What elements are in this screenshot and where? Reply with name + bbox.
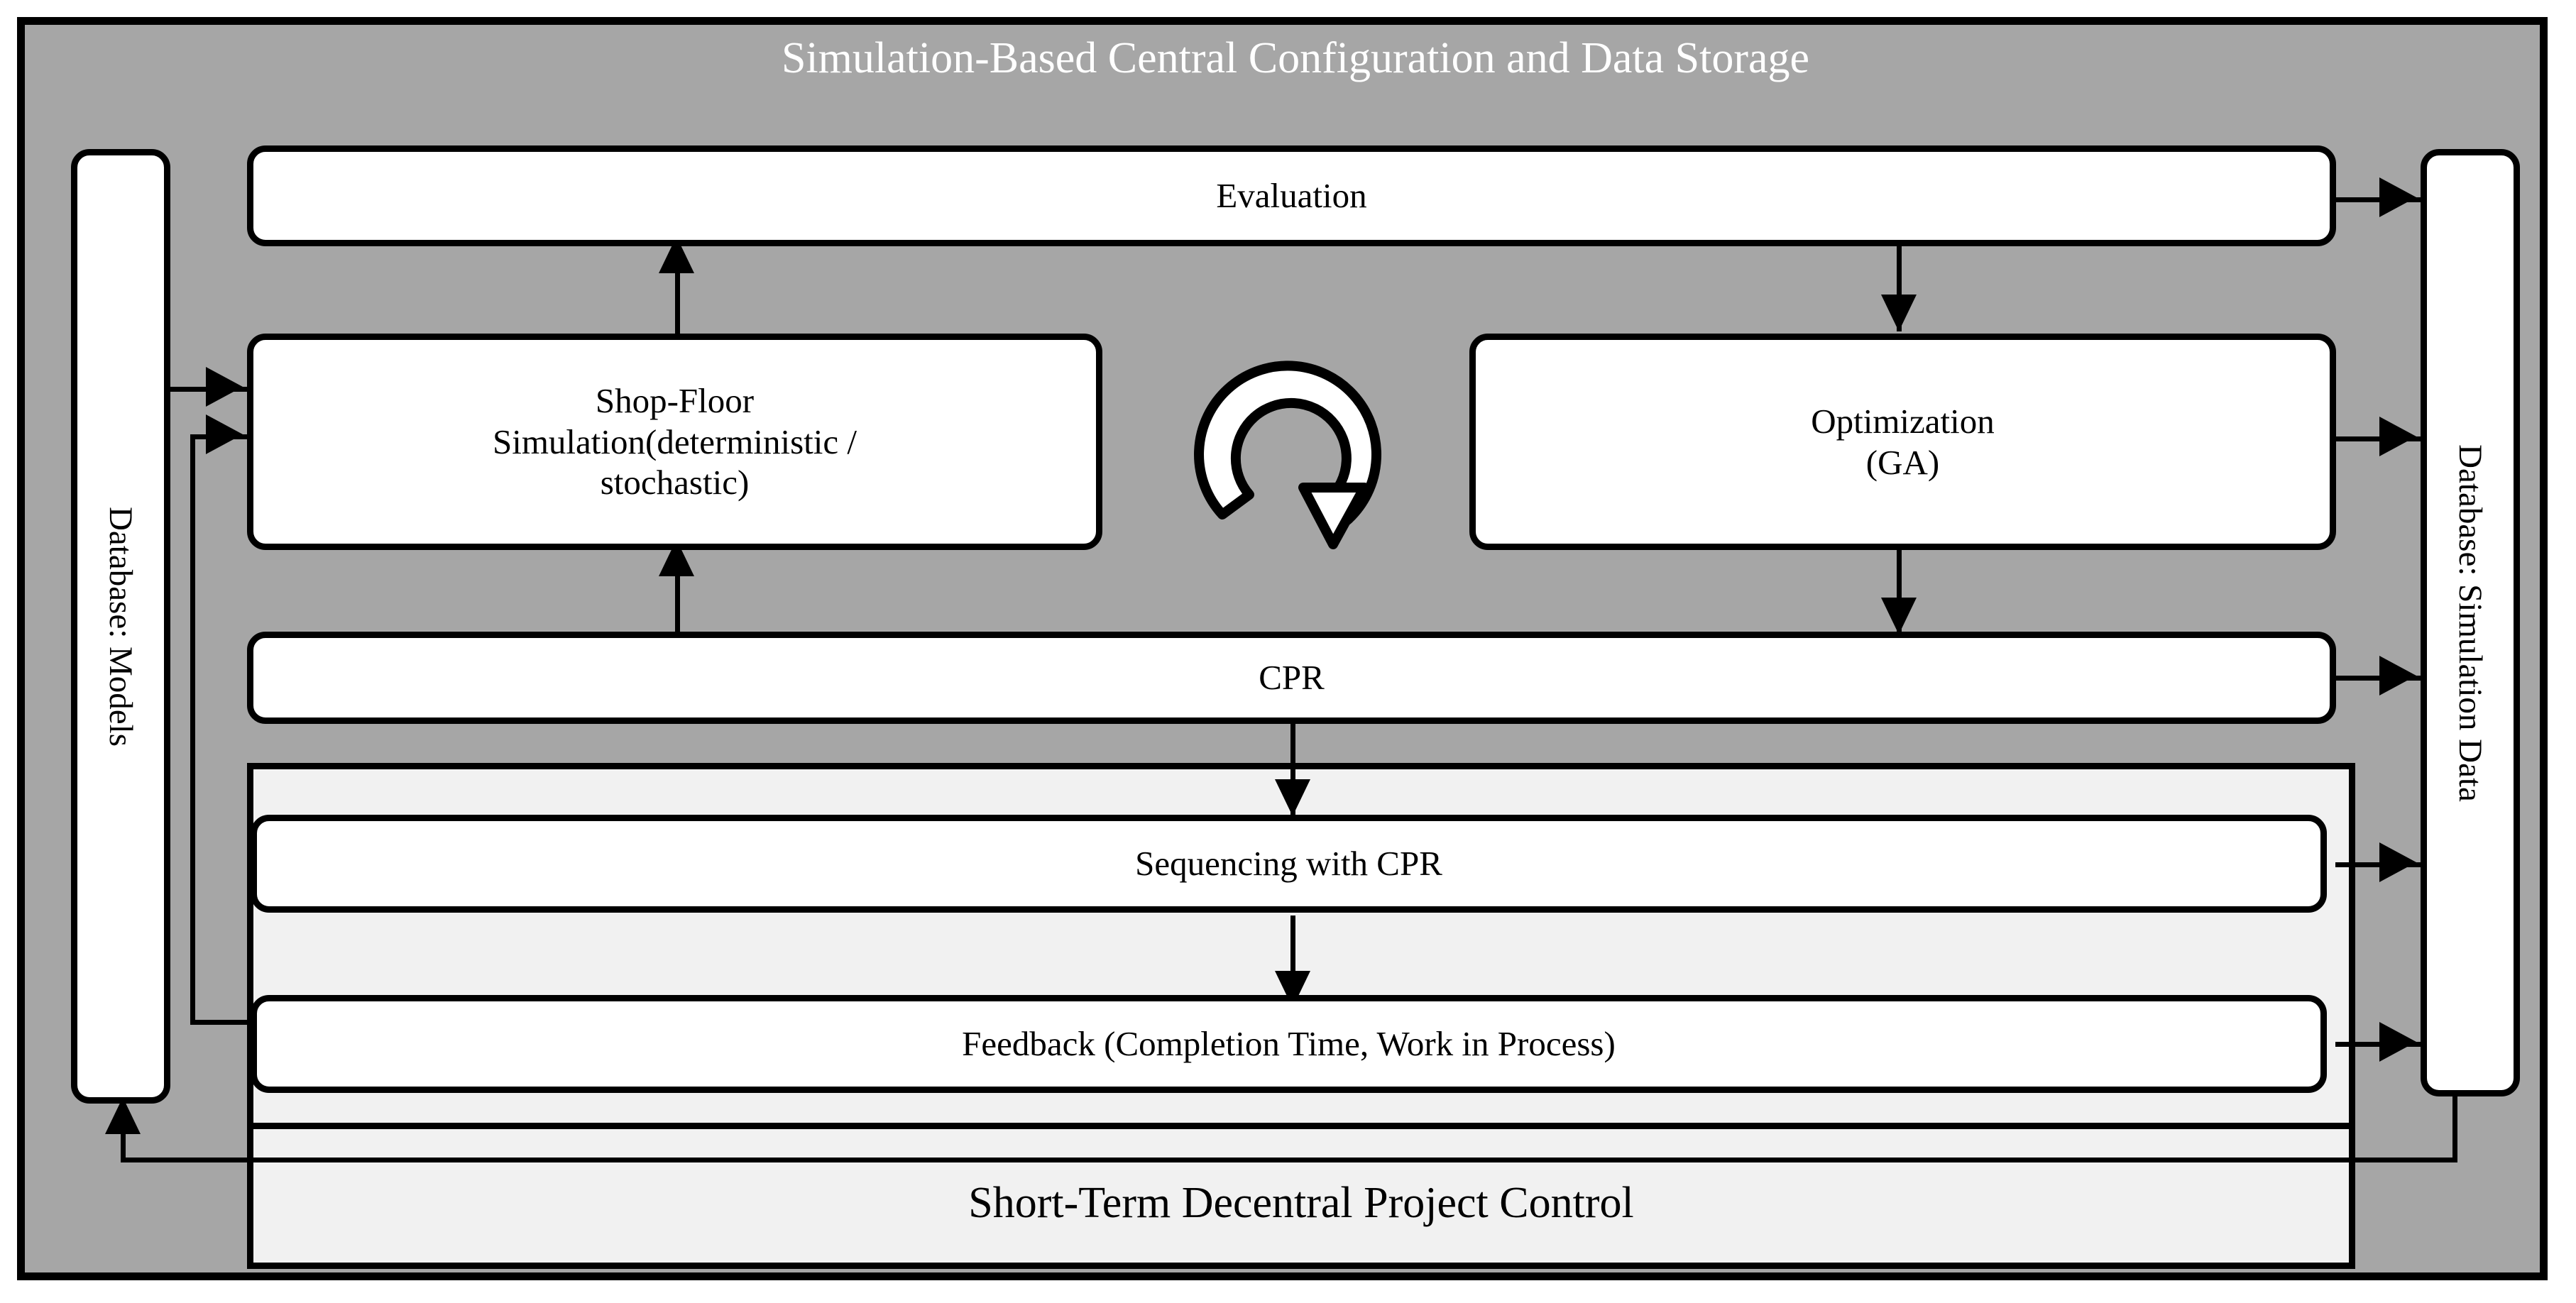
connector-sequencing-to-db bbox=[2335, 862, 2421, 867]
arrowhead-optimization-to-cpr bbox=[1881, 598, 1917, 634]
node-feedback-label: Feedback (Completion Time, Work in Proce… bbox=[962, 1024, 1616, 1064]
panel-caption: Short-Term Decentral Project Control bbox=[968, 1179, 1634, 1227]
arrowhead-feedback-to-simulation bbox=[206, 414, 243, 454]
database-models[interactable]: Database: Models bbox=[71, 149, 170, 1104]
connector-optimization-to-cpr bbox=[1897, 548, 1902, 634]
connector-cpr-to-sequencing bbox=[1290, 720, 1295, 816]
panel-divider bbox=[247, 1123, 2355, 1129]
connector-cpr-to-simulation bbox=[675, 548, 680, 637]
database-models-label: Database: Models bbox=[102, 506, 139, 747]
page-title: Simulation-Based Central Configuration a… bbox=[781, 34, 1810, 82]
connector-optimization-to-db bbox=[2335, 436, 2421, 441]
arrowhead-sequencing-to-db bbox=[2379, 842, 2416, 882]
connector-sequencing-to-feedback bbox=[1290, 916, 1295, 1008]
node-shop-floor-simulation-label: Shop-Floor Simulation(deterministic / st… bbox=[493, 380, 857, 503]
connector-feedback-to-db bbox=[2335, 1042, 2421, 1047]
node-feedback[interactable]: Feedback (Completion Time, Work in Proce… bbox=[251, 995, 2327, 1093]
arrowhead-cpr-to-sequencing bbox=[1275, 779, 1310, 816]
arrowhead-optimization-to-db bbox=[2379, 417, 2416, 456]
connector-db-return-up bbox=[121, 1111, 126, 1160]
connector-evaluation-to-db bbox=[2335, 197, 2421, 202]
database-simulation-data-label: Database: Simulation Data bbox=[2452, 444, 2489, 802]
arrowhead-cpr-to-db bbox=[2379, 656, 2416, 696]
connector-evaluation-to-optimization bbox=[1897, 245, 1902, 331]
node-shop-floor-simulation[interactable]: Shop-Floor Simulation(deterministic / st… bbox=[247, 334, 1102, 550]
connector-db-return-rail bbox=[121, 1158, 2457, 1162]
shop-floor-line-3: stochastic) bbox=[600, 463, 750, 502]
shop-floor-line-1: Shop-Floor bbox=[595, 380, 755, 420]
arrowhead-feedback-to-db bbox=[2379, 1022, 2416, 1062]
node-optimization[interactable]: Optimization (GA) bbox=[1469, 334, 2336, 550]
connector-feedback-out bbox=[190, 1020, 261, 1025]
node-sequencing-with-cpr[interactable]: Sequencing with CPR bbox=[251, 815, 2327, 913]
shop-floor-line-2: Simulation(deterministic / bbox=[492, 422, 857, 461]
node-cpr[interactable]: CPR bbox=[247, 632, 2336, 724]
connector-feedback-rail bbox=[190, 434, 195, 1025]
node-optimization-label: Optimization (GA) bbox=[1811, 401, 1995, 483]
optimization-line-1: Optimization bbox=[1811, 401, 1995, 441]
arrowhead-evaluation-to-optimization bbox=[1881, 295, 1917, 331]
optimization-line-2: (GA) bbox=[1865, 442, 1940, 482]
database-simulation-data[interactable]: Database: Simulation Data bbox=[2421, 149, 2520, 1096]
node-sequencing-with-cpr-label: Sequencing with CPR bbox=[1135, 844, 1442, 884]
connector-db-return-down bbox=[2452, 1092, 2457, 1162]
node-evaluation[interactable]: Evaluation bbox=[247, 145, 2336, 246]
node-cpr-label: CPR bbox=[1259, 658, 1325, 698]
connector-cpr-to-db bbox=[2335, 676, 2421, 681]
connector-simulation-to-evaluation bbox=[675, 245, 680, 334]
arrowhead-evaluation-to-db bbox=[2379, 177, 2416, 217]
circular-loop-arrow-icon bbox=[1164, 323, 1405, 557]
arrowhead-models-to-simulation bbox=[206, 367, 243, 407]
node-evaluation-label: Evaluation bbox=[1216, 176, 1367, 216]
